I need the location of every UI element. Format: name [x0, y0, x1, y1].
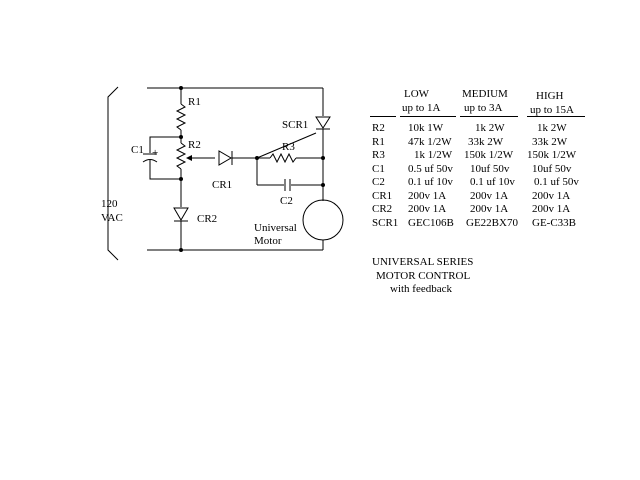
part-cell: CR1: [372, 189, 393, 202]
col-low-underline: [400, 116, 456, 117]
col-high-name: HIGH: [536, 90, 564, 102]
motor-label-line2: Motor: [254, 235, 282, 247]
c2-label: C2: [280, 195, 293, 207]
high-cell: 200v 1A: [532, 189, 571, 202]
col-low-name: LOW: [404, 88, 430, 100]
cr1-label: CR1: [212, 179, 232, 191]
r1-resistor: [175, 103, 187, 131]
part-cell: R2: [372, 122, 385, 134]
caption-line2: MOTOR CONTROL: [376, 270, 471, 282]
junction-dot: [321, 183, 325, 187]
low-cell: 0.5 uf 50v: [408, 162, 453, 175]
supply-voltage-label: 120: [101, 198, 118, 210]
c1-label: C1: [131, 144, 144, 156]
r1-label: R1: [188, 96, 201, 108]
col-high-underline: [527, 116, 585, 117]
col-medium-underline: [460, 116, 518, 117]
scr1-body: [315, 116, 331, 129]
high-cell: 10uf 50v: [532, 162, 572, 175]
caption-line3: with feedback: [390, 283, 452, 295]
part-cell: R1: [372, 135, 385, 148]
low-cell: 10k 1W: [408, 122, 444, 134]
medium-cell: 200v 1A: [470, 189, 509, 202]
r2-label: R2: [188, 139, 201, 151]
caption-line1: UNIVERSAL SERIES: [372, 256, 474, 268]
cr2-diode-body: [173, 207, 189, 221]
high-cell: 1k 2W: [537, 122, 567, 134]
c1-wire-top: [149, 136, 181, 153]
col-low-range: up to 1A: [402, 102, 441, 114]
medium-cell: 0.1 uf 10v: [470, 176, 515, 188]
low-cell: GEC106B: [408, 216, 454, 229]
part-cell: R3: [372, 149, 385, 161]
r3-label: R3: [282, 141, 295, 153]
motor-symbol: [302, 199, 344, 241]
motor-label-line1: Universal: [254, 222, 297, 234]
junction-dot: [321, 156, 325, 160]
part-cell: C2: [372, 176, 385, 188]
high-cell: GE-C33B: [532, 216, 576, 229]
medium-cell: 150k 1/2W: [464, 149, 514, 161]
medium-cell: 33k 2W: [468, 135, 504, 148]
col-medium-range: up to 3A: [464, 102, 503, 114]
junction-dot: [179, 86, 183, 90]
scr1-label: SCR1: [282, 119, 308, 131]
supply-bracket: [107, 86, 119, 261]
low-cell: 1k 1/2W: [414, 149, 453, 161]
medium-cell: 200v 1A: [470, 203, 509, 215]
col-part-underline: [370, 116, 396, 117]
part-cell: SCR1: [372, 216, 399, 229]
supply-type-label: VAC: [101, 212, 123, 224]
high-cell: 200v 1A: [532, 203, 571, 215]
medium-cell: 1k 2W: [475, 122, 505, 134]
low-cell: 200v 1A: [408, 189, 447, 202]
low-cell: 200v 1A: [408, 203, 447, 215]
wiper-arrow-icon: [186, 155, 192, 161]
low-cell: 0.1 uf 10v: [408, 176, 453, 188]
high-cell: 0.1 uf 50v: [534, 176, 579, 188]
junction-dot: [179, 177, 183, 181]
junction-dot: [179, 248, 183, 252]
cr1-diode-body: [218, 150, 232, 166]
high-cell: 33k 2W: [532, 135, 568, 148]
c1-polarity-label: +: [152, 147, 158, 159]
junction-dot: [255, 156, 259, 160]
high-cell: 150k 1/2W: [527, 149, 577, 161]
medium-cell: GE22BX70: [466, 216, 518, 229]
cr2-label: CR2: [197, 213, 217, 225]
col-medium-name: MEDIUM: [462, 88, 508, 100]
gate-lead-wire: [256, 132, 317, 159]
part-cell: CR2: [372, 203, 393, 215]
r2-potentiometer: [175, 142, 187, 170]
col-high-range: up to 15A: [530, 104, 574, 116]
medium-cell: 10uf 50v: [470, 162, 510, 175]
junction-dot: [179, 135, 183, 139]
c1-wire-bottom: [149, 160, 181, 180]
c1-plate-bottom: [142, 159, 158, 163]
part-cell: C1: [372, 162, 385, 175]
r3-resistor: [269, 152, 297, 164]
low-cell: 47k 1/2W: [408, 135, 452, 148]
